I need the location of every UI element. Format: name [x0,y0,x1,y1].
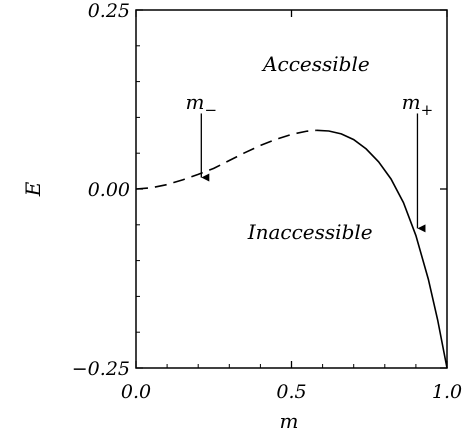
series-line-dashed [135,129,317,190]
series-line-solid [316,129,448,369]
x-axis-label: m [280,409,299,433]
y-tick-label: 0.25 [88,0,130,22]
region-label-accessible: Accessible [261,52,370,76]
series-group [135,129,448,369]
y-tick-label: −0.25 [72,358,130,380]
x-tick-label: 0.0 [121,381,151,403]
y-tick-label: 0.00 [88,179,130,201]
marker-label: m+ [402,90,434,119]
marker-label: m− [186,90,218,119]
x-tick-label: 1.0 [432,381,462,403]
y-axis-label: E [21,181,45,197]
region-label-inaccessible: Inaccessible [247,220,373,244]
tick-labels: 0.0 0.5 1.0 0.25 0.00 −0.25 [72,0,462,403]
x-tick-label: 0.5 [276,381,306,403]
